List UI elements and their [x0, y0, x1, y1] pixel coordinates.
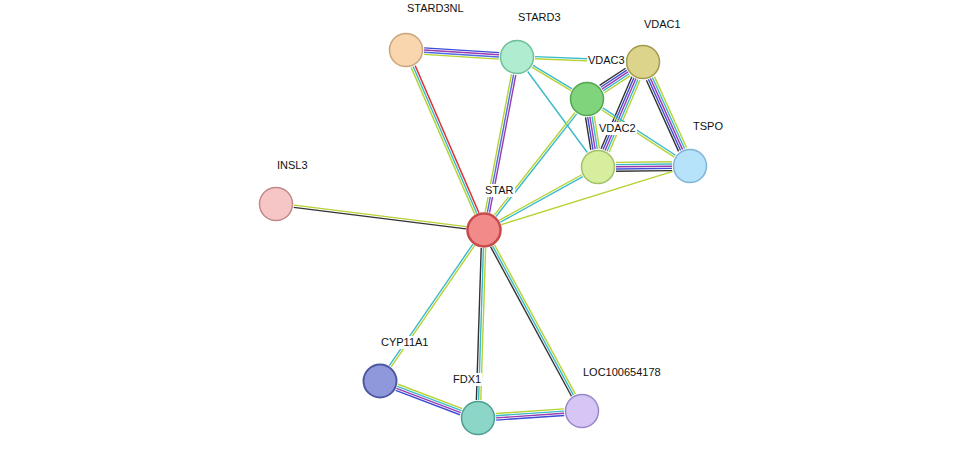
- protein-label: VDAC1: [643, 18, 682, 31]
- evidence-line: [424, 54, 499, 59]
- protein-node: LOC100654178: [564, 393, 600, 429]
- protein-label: VDAC3: [587, 54, 626, 67]
- interaction-edge: [601, 77, 640, 152]
- interaction-edge: [294, 205, 467, 229]
- protein-label: STAR: [484, 184, 515, 197]
- protein-node: INSL3: [258, 186, 294, 222]
- interaction-edge: [491, 245, 576, 396]
- evidence-line: [607, 79, 638, 151]
- evidence-line: [616, 168, 672, 170]
- protein-node: CYP11A1: [362, 363, 398, 399]
- evidence-line: [499, 175, 581, 221]
- interaction-edge: [600, 68, 631, 92]
- evidence-line: [532, 67, 571, 90]
- evidence-line: [294, 205, 466, 227]
- evidence-line: [616, 161, 672, 163]
- evidence-line: [600, 68, 626, 85]
- protein-node: STARD3NL: [388, 32, 424, 68]
- evidence-line: [413, 67, 477, 214]
- interaction-edge: [616, 162, 672, 171]
- interaction-edge: [411, 66, 479, 215]
- protein-node: VDAC3: [569, 81, 605, 117]
- evidence-line: [415, 66, 479, 213]
- protein-label: FDX1: [452, 373, 482, 386]
- protein-node: TSPO: [672, 148, 708, 184]
- evidence-line: [601, 70, 627, 87]
- node-circle: [564, 393, 600, 429]
- evidence-line: [609, 80, 640, 152]
- protein-label: CYP11A1: [380, 336, 430, 349]
- interaction-edge: [496, 409, 565, 420]
- node-circle: [258, 186, 294, 222]
- protein-label: STARD3: [517, 11, 562, 24]
- evidence-line: [616, 170, 672, 172]
- evidence-line: [616, 165, 672, 167]
- interaction-edge: [396, 384, 463, 414]
- node-circle: [466, 212, 502, 248]
- evidence-line: [294, 207, 466, 229]
- evidence-line: [496, 114, 577, 217]
- node-circle: [362, 363, 398, 399]
- node-circle: [388, 32, 424, 68]
- evidence-line: [646, 80, 678, 151]
- evidence-line: [493, 246, 574, 395]
- interaction-edge: [424, 48, 499, 59]
- protein-node: STAR: [466, 212, 502, 248]
- protein-label: TSPO: [692, 120, 724, 133]
- node-circle: [672, 148, 708, 184]
- evidence-line: [533, 65, 572, 88]
- protein-label: INSL3: [276, 159, 309, 172]
- evidence-line: [652, 77, 684, 148]
- protein-node: FDX1: [460, 400, 496, 436]
- evidence-line: [650, 78, 682, 149]
- evidence-line: [495, 245, 576, 394]
- protein-label: VDAC2: [598, 122, 637, 135]
- evidence-line: [411, 67, 475, 214]
- interaction-edge: [532, 65, 572, 90]
- evidence-line: [496, 416, 564, 421]
- evidence-line: [586, 117, 591, 149]
- evidence-line: [616, 163, 672, 165]
- node-circle: [580, 149, 616, 185]
- evidence-line: [648, 79, 680, 150]
- protein-node: STARD3: [499, 39, 535, 75]
- interaction-edge: [499, 175, 583, 223]
- node-circle: [569, 81, 605, 117]
- evidence-line: [654, 77, 686, 148]
- protein-node: VDAC1: [625, 44, 661, 80]
- evidence-line: [491, 247, 572, 396]
- node-circle: [499, 39, 535, 75]
- evidence-line: [397, 386, 461, 410]
- evidence-line: [494, 112, 575, 215]
- protein-label: STARD3NL: [406, 2, 465, 15]
- protein-node: VDAC2: [580, 149, 616, 185]
- protein-label: LOC100654178: [582, 366, 662, 379]
- evidence-line: [396, 390, 460, 414]
- node-circle: [625, 44, 661, 80]
- node-circle: [460, 400, 496, 436]
- evidence-line: [398, 384, 462, 408]
- evidence-line: [396, 388, 460, 412]
